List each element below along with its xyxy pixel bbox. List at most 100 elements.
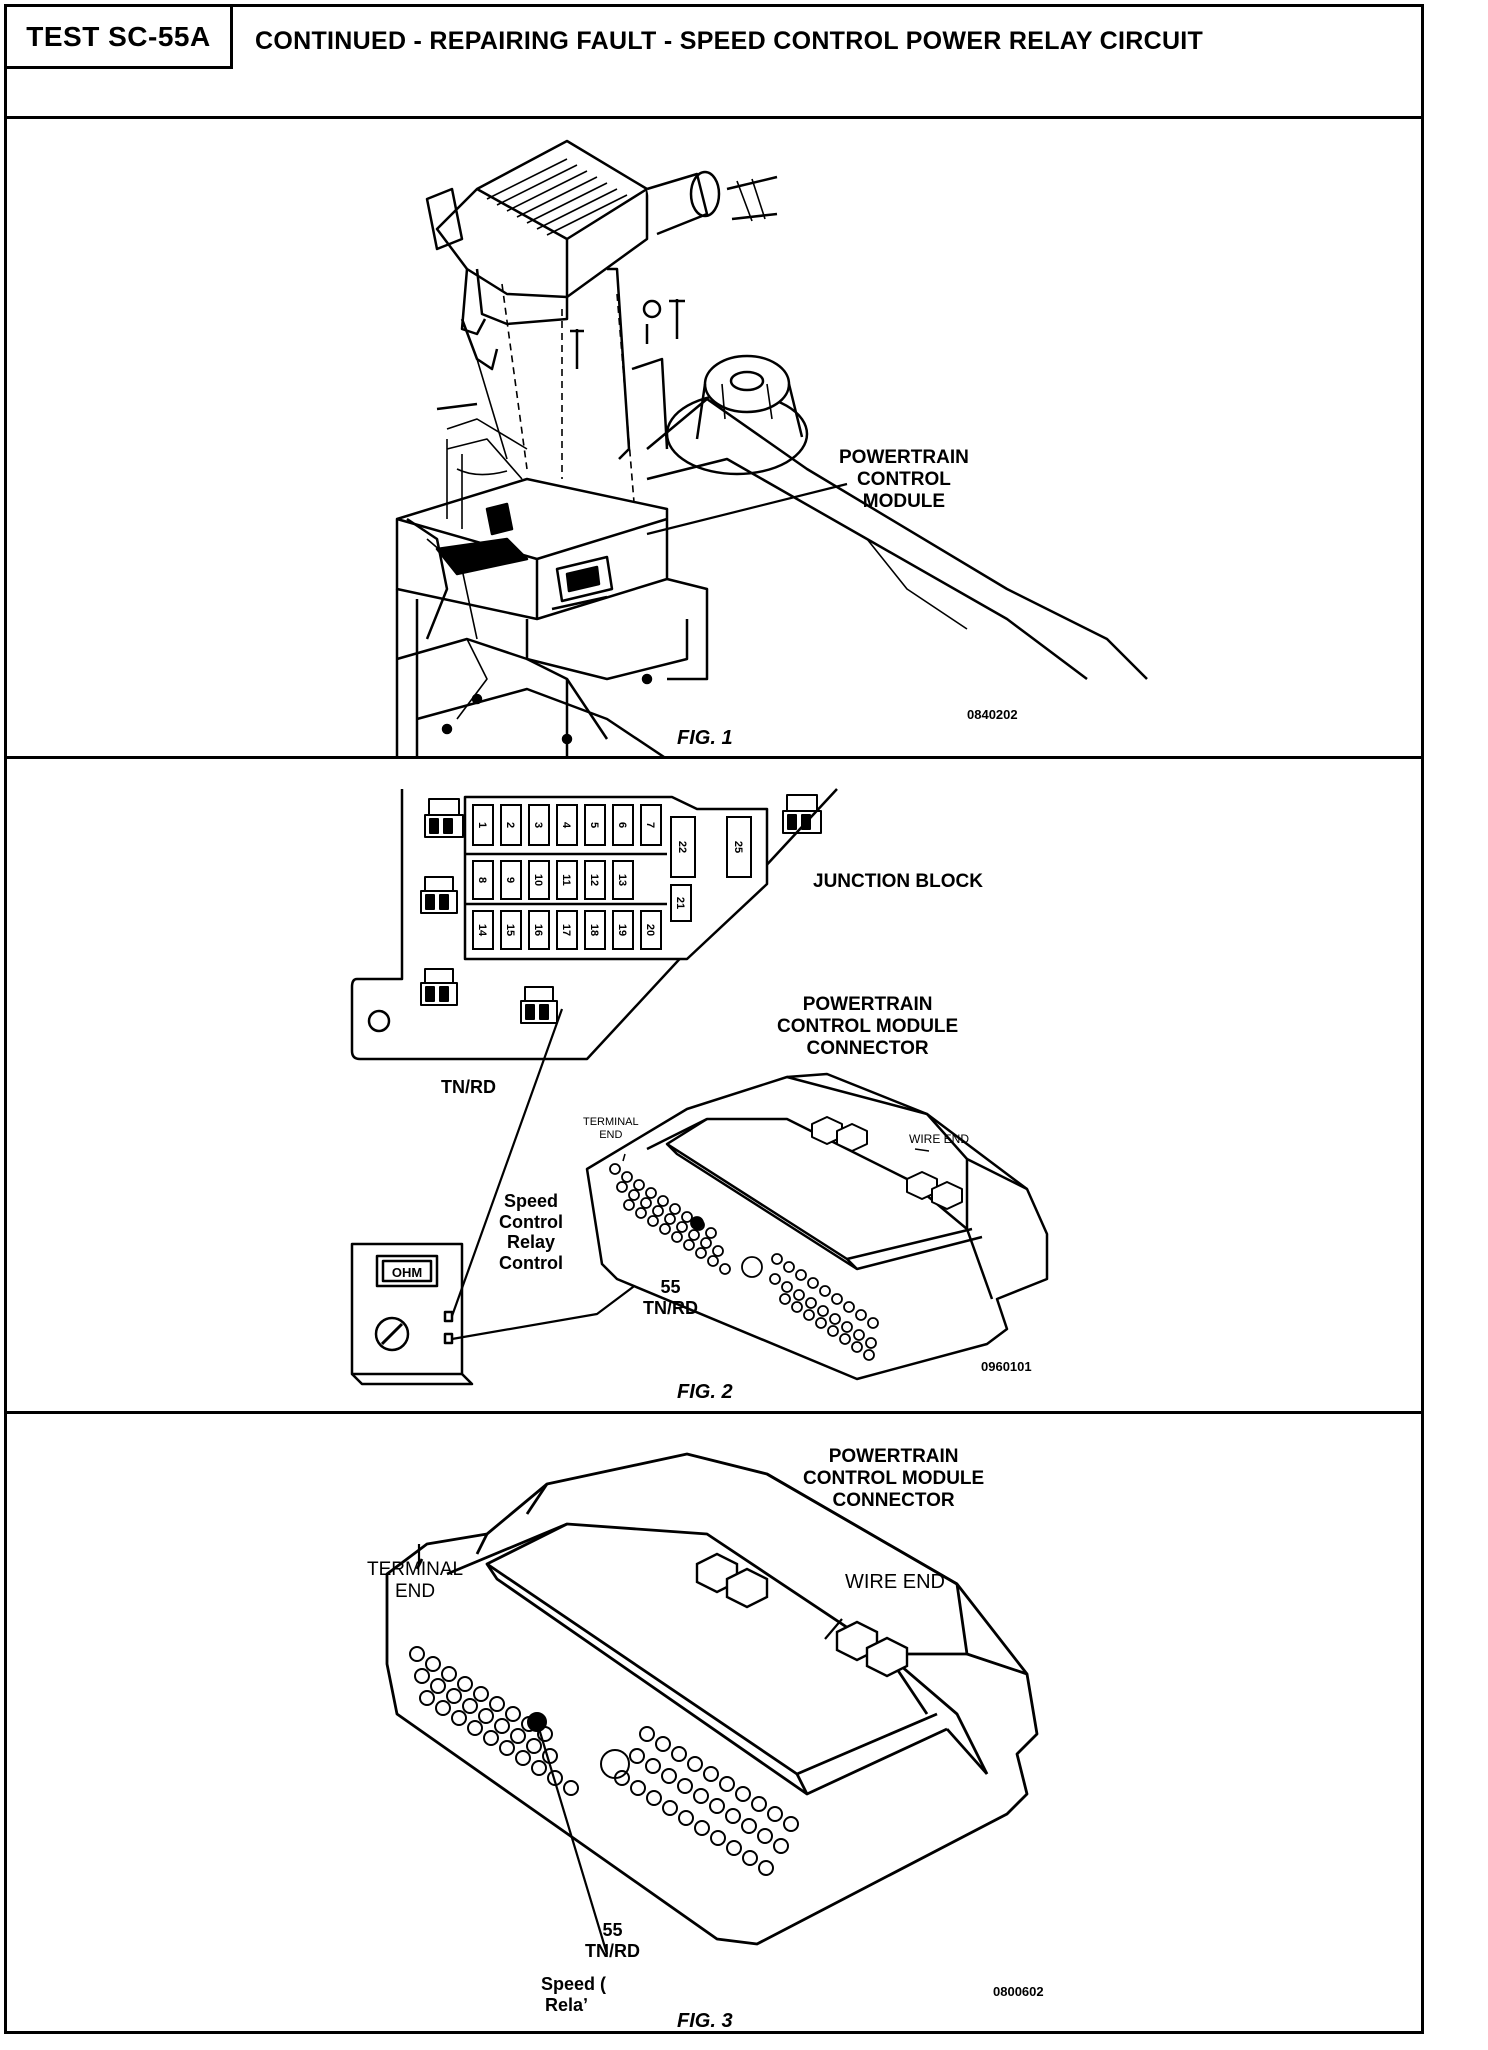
fuse-slot	[612, 804, 634, 846]
pcm-label: POWERTRAIN CONTROL MODULE	[839, 447, 969, 513]
fuse-slot	[640, 804, 662, 846]
figure-code: 0960101	[981, 1359, 1032, 1374]
fuse-number: 14	[476, 924, 488, 937]
fuse-number: 10	[532, 874, 544, 886]
figure-1-panel: POWERTRAIN CONTROL MODULE 0840202 FIG. 1	[7, 119, 1421, 759]
fuse-row-3: 14 15 16 17 18 19 20	[472, 910, 662, 950]
fuse-number: 12	[588, 874, 600, 886]
pcm-connector-label: POWERTRAIN CONTROL MODULE CONNECTOR	[803, 1446, 984, 1512]
wire-color-label: TN/RD	[441, 1077, 496, 1097]
terminal-end-label: TERMINAL END	[367, 1559, 463, 1603]
pcm-connector-line3: CONNECTOR	[832, 1489, 955, 1511]
terminal-end-line2: END	[394, 1580, 436, 1602]
fuse-slot	[670, 816, 696, 878]
figure-3-panel: POWERTRAIN CONTROL MODULE CONNECTOR TERM…	[7, 1414, 1421, 2034]
fuse-slot	[584, 804, 606, 846]
pin-label: 55 TN/RD	[643, 1277, 698, 1318]
fuse-number: 8	[476, 877, 488, 883]
fuse-number: 15	[504, 924, 516, 936]
terminal-end-line2: END	[599, 1128, 623, 1141]
fuse-slot	[670, 884, 692, 922]
relay-label-line3: Relay	[506, 1232, 556, 1253]
fuse-slot	[612, 910, 634, 950]
fuse-slot	[612, 860, 634, 900]
fuse-number: 16	[532, 924, 544, 936]
fuse-number: 2	[504, 822, 516, 828]
terminal-end-line1: TERMINAL	[367, 1559, 464, 1580]
wire-end-label: WIRE END	[909, 1132, 969, 1146]
fuse-slot	[556, 804, 578, 846]
fuse-slot	[640, 910, 662, 950]
pcm-connector-line1: POWERTRAIN	[828, 1446, 959, 1467]
fuse-slot	[472, 910, 494, 950]
figure-code: 0800602	[993, 1984, 1044, 1999]
pcm-label-line1: POWERTRAIN	[839, 447, 969, 468]
pcm-connector-label: POWERTRAIN CONTROL MODULE CONNECTOR	[777, 994, 958, 1060]
fuse-number: 22	[676, 841, 688, 853]
fuse-number: 4	[560, 822, 572, 829]
fuse-number: 11	[560, 874, 572, 886]
pin-wire-color: TN/RD	[643, 1297, 698, 1318]
fuse-slot	[528, 910, 550, 950]
fuse-number: 17	[560, 924, 572, 936]
pcm-label-line3: MODULE	[862, 490, 946, 512]
fuse-slot	[556, 910, 578, 950]
fuse-slot	[528, 860, 550, 900]
fuse-slot	[500, 804, 522, 846]
fuse-slot	[528, 804, 550, 846]
fuse-number: 1	[476, 822, 488, 828]
pcm-connector-line2: CONTROL MODULE	[777, 1015, 959, 1037]
service-manual-page: TEST SC-55A CONTINUED - REPAIRING FAULT …	[4, 4, 1424, 2034]
relay-label-line2: Control	[499, 1211, 563, 1232]
fuse-number: 13	[616, 874, 628, 886]
figure-code: 0840202	[967, 707, 1018, 722]
test-id-box: TEST SC-55A	[7, 7, 233, 69]
fuse-slot	[472, 860, 494, 900]
terminal-end-line1: TERMINAL	[583, 1116, 639, 1128]
fuse-slot	[584, 910, 606, 950]
fuse-number: 25	[732, 841, 744, 853]
terminal-end-label: TERMINAL END	[583, 1116, 639, 1141]
fuse-number: 20	[644, 924, 656, 936]
fuse-slot	[556, 860, 578, 900]
pin-number: 55	[660, 1277, 681, 1297]
page-header: TEST SC-55A CONTINUED - REPAIRING FAULT …	[7, 7, 1421, 119]
fuse-slot	[472, 804, 494, 846]
speed-control-relay-label: Speed Control Relay Control	[499, 1191, 563, 1274]
fuse-slot	[500, 860, 522, 900]
pin-wire-color: TN/RD	[585, 1940, 640, 1961]
pcm-connector-line2: CONTROL MODULE	[803, 1467, 985, 1489]
relay-label-line4: Control	[499, 1253, 563, 1274]
fuse-number: 7	[644, 822, 656, 828]
junction-block-label: JUNCTION BLOCK	[813, 871, 983, 892]
speed-control-relay-label: Speed ( Relaʼ	[541, 1974, 606, 2015]
meter-display: OHM	[392, 1265, 422, 1280]
fuse-row-2: 8 9 10 11 12 13	[472, 860, 634, 900]
pcm-connector-illustration	[385, 1452, 1039, 1955]
figure-caption: FIG. 3	[677, 2010, 733, 2032]
page-title: CONTINUED - REPAIRING FAULT - SPEED CONT…	[255, 27, 1204, 55]
wire-end-label: WIRE END	[845, 1571, 945, 1593]
fuse-number: 19	[616, 924, 628, 936]
fuse-large: 22 25 21	[670, 816, 752, 922]
pcm-label-line2: CONTROL	[856, 468, 951, 490]
fuse-number: 18	[588, 924, 600, 936]
pin-label: 55 TN/RD	[585, 1920, 640, 1961]
fuse-slot	[500, 910, 522, 950]
pcm-connector-line1: POWERTRAIN	[802, 994, 933, 1015]
fuse-number: 9	[504, 877, 516, 883]
pcm-connector-line3: CONNECTOR	[806, 1037, 929, 1059]
pin-number: 55	[602, 1920, 623, 1940]
relay-label-line1: Speed (	[541, 1974, 607, 1994]
fuse-number: 21	[674, 897, 686, 909]
fuse-number: 6	[616, 822, 628, 828]
relay-label-line2: Relaʼ	[545, 1994, 589, 2015]
relay-label-line1: Speed	[503, 1191, 558, 1211]
figure-caption: FIG. 2	[677, 1381, 733, 1403]
fuse-number: 5	[588, 822, 600, 828]
engine-bay-illustration	[395, 139, 1148, 759]
fuse-slot	[726, 816, 752, 878]
